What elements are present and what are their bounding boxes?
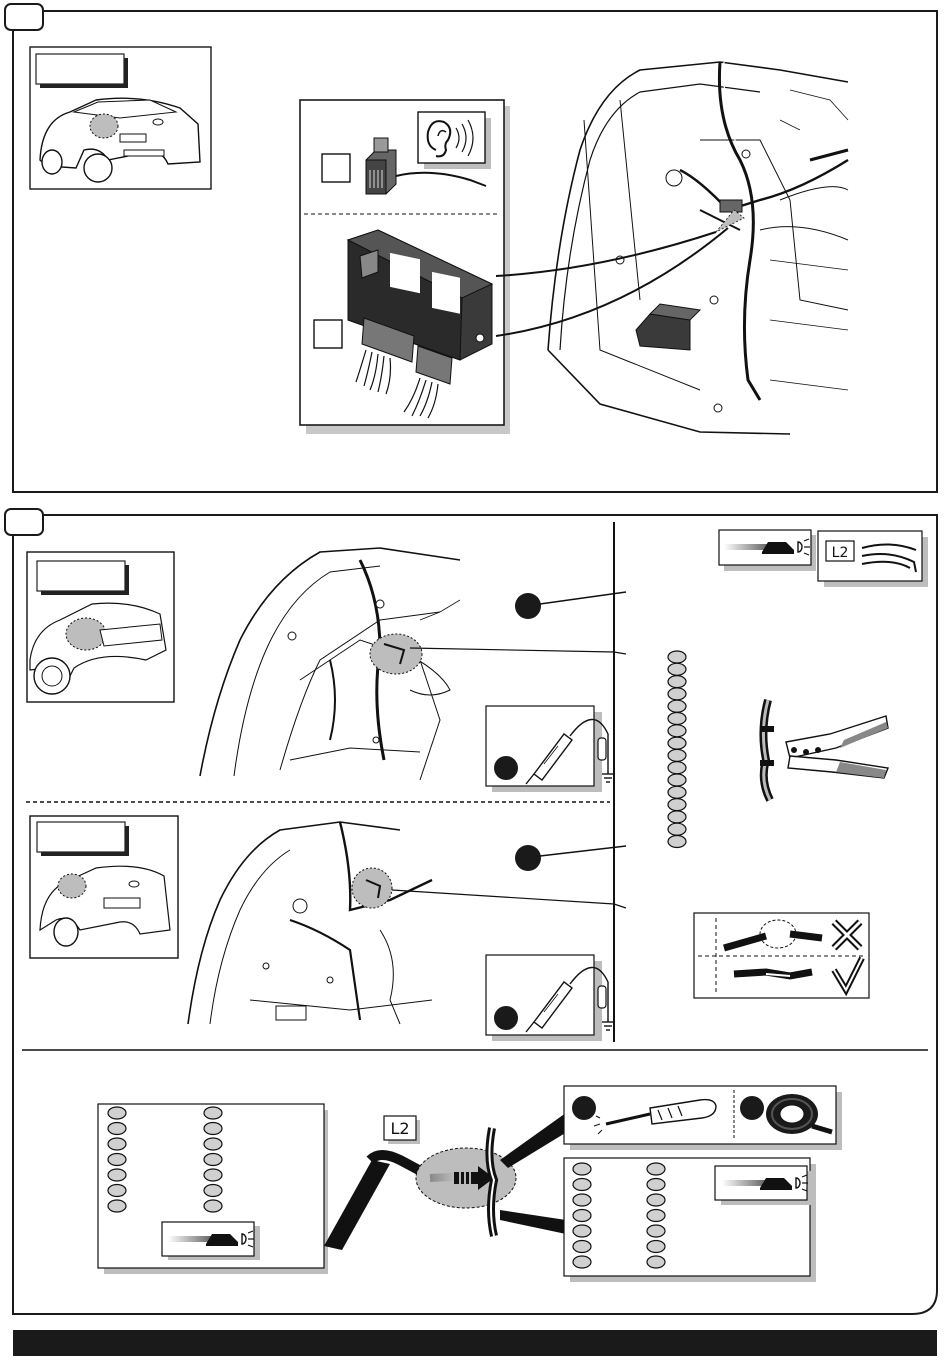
wire-color-oval xyxy=(647,1256,665,1268)
wire-color-oval xyxy=(108,1107,126,1119)
wire-color-oval xyxy=(668,725,686,737)
module-label-box xyxy=(314,320,342,348)
ear-icon xyxy=(418,112,491,169)
wire-color-oval xyxy=(647,1179,665,1191)
step2-trunk-illustration-a xyxy=(200,548,460,780)
pointer-line-relay xyxy=(496,232,716,276)
wire-color-oval xyxy=(668,688,686,700)
wire-color-oval xyxy=(573,1225,591,1237)
l2-label-top: L2 xyxy=(832,545,849,561)
wire-color-oval xyxy=(108,1123,126,1135)
bottom-right-list-panel xyxy=(564,1158,816,1282)
wire-color-oval xyxy=(668,823,686,835)
step1-module-panel xyxy=(300,100,510,434)
headlight-box-top xyxy=(719,530,816,571)
wire-color-oval xyxy=(668,774,686,786)
wire-color-oval xyxy=(668,651,686,663)
splice-comparison-box xyxy=(694,913,869,998)
wire-color-oval xyxy=(668,811,686,823)
wire-color-oval xyxy=(647,1241,665,1253)
wire-color-oval xyxy=(573,1210,591,1222)
wire-color-oval xyxy=(668,700,686,712)
wire-color-oval xyxy=(108,1185,126,1197)
test-lamp-panel-a xyxy=(486,706,614,792)
step1-car-thumbnail xyxy=(30,47,211,189)
pointer-line-module xyxy=(496,228,728,336)
relay-label-box xyxy=(322,154,350,182)
wire-color-list xyxy=(668,651,686,848)
wire-color-oval xyxy=(573,1256,591,1268)
wire-color-oval xyxy=(647,1163,665,1175)
crimping-pliers-icon xyxy=(760,700,888,800)
wire-color-oval xyxy=(573,1163,591,1175)
bullet-circle-a xyxy=(515,593,541,619)
bullet-circle-b xyxy=(515,845,541,871)
bottom-left-list-panel xyxy=(98,1104,328,1274)
step2-car-thumbnail-a xyxy=(27,552,174,702)
wire-color-oval xyxy=(668,663,686,675)
step1-trunk-illustration xyxy=(548,62,848,434)
wire-color-oval xyxy=(204,1107,222,1119)
wire-color-oval xyxy=(668,799,686,811)
l2-wire-box: L2 xyxy=(818,531,928,587)
wire-color-oval xyxy=(108,1154,126,1166)
wire-color-oval xyxy=(204,1169,222,1181)
l2-label-bottom: L2 xyxy=(390,1119,409,1138)
footer-bar xyxy=(13,1330,937,1356)
wire-color-oval xyxy=(668,762,686,774)
wire-color-oval xyxy=(573,1194,591,1206)
wire-color-oval xyxy=(204,1154,222,1166)
wire-color-oval xyxy=(573,1241,591,1253)
pointer-a-bottom xyxy=(410,648,626,654)
step1-number-box xyxy=(5,4,43,30)
wire-color-oval xyxy=(108,1200,126,1212)
wire-color-oval xyxy=(668,713,686,725)
wire-color-oval xyxy=(573,1179,591,1191)
wire-color-oval xyxy=(668,836,686,848)
wire-color-oval xyxy=(668,786,686,798)
step2-number-box xyxy=(5,509,43,535)
wire-color-oval xyxy=(647,1225,665,1237)
wire-splice-illustration xyxy=(324,1110,580,1250)
wire-color-oval xyxy=(204,1138,222,1150)
wire-color-oval xyxy=(668,676,686,688)
wire-color-oval xyxy=(204,1185,222,1197)
wire-color-oval xyxy=(108,1169,126,1181)
wire-color-oval xyxy=(647,1210,665,1222)
pointer-b-bottom xyxy=(392,890,626,908)
wire-color-oval xyxy=(204,1200,222,1212)
tools-panel xyxy=(564,1086,842,1150)
test-lamp-panel-b xyxy=(486,955,614,1041)
wire-color-oval xyxy=(668,737,686,749)
l2-label-box-bottom: L2 xyxy=(384,1116,420,1144)
step2-trunk-illustration-b xyxy=(188,822,432,1024)
step2-car-thumbnail-b xyxy=(30,816,178,958)
wire-color-oval xyxy=(108,1138,126,1150)
wire-color-oval xyxy=(204,1123,222,1135)
wire-color-oval xyxy=(647,1194,665,1206)
wire-color-oval xyxy=(668,749,686,761)
